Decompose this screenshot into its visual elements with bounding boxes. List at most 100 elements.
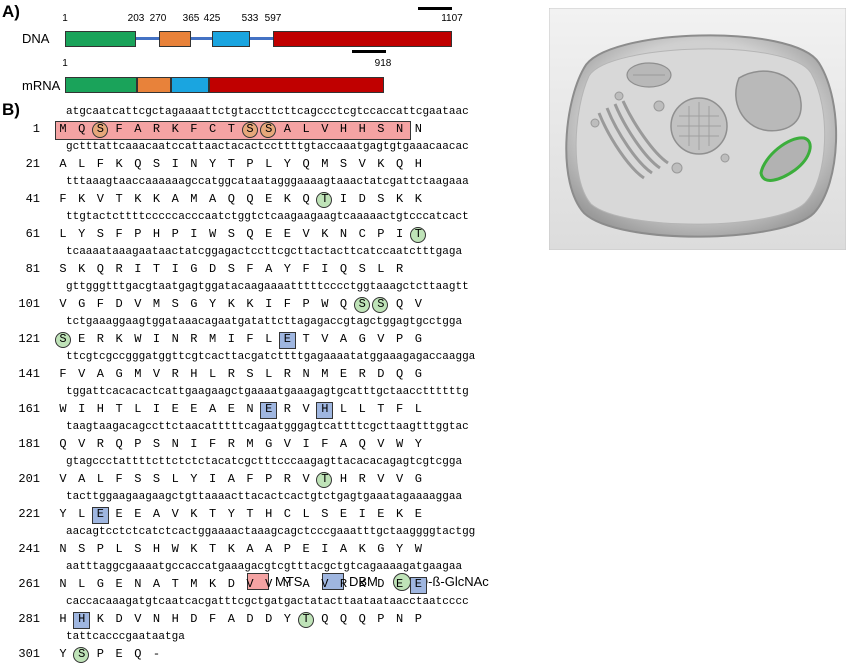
amino-acid: Q — [59, 437, 67, 451]
amino-acid: P — [134, 437, 142, 451]
amino-acid: F — [321, 437, 329, 451]
amino-acid: F — [246, 332, 254, 346]
dbm-marker — [91, 506, 109, 524]
amino-acid: T — [321, 192, 329, 206]
amino-acid: F — [283, 297, 291, 311]
amino-acid: V — [265, 577, 273, 591]
amino-acid: K — [395, 192, 404, 206]
amino-acid: N — [339, 227, 348, 241]
amino-acid: T — [152, 262, 161, 276]
amino-acid: M — [190, 192, 198, 206]
amino-acid: H — [339, 472, 348, 486]
residue-number: 261 — [18, 577, 40, 591]
dbm-marker — [278, 331, 296, 349]
amino-acid: F — [302, 262, 310, 276]
amino-acid: D — [190, 612, 198, 626]
amino-acid: R — [190, 332, 198, 346]
dna-pos-365: 365 — [182, 13, 200, 24]
oglcnac-site-marker — [54, 331, 71, 348]
amino-acid: E — [115, 507, 123, 521]
amino-acid: Q — [339, 612, 348, 626]
amino-acid: L — [78, 577, 86, 591]
legend-dbm-swatch — [322, 573, 344, 590]
amino-acid: E — [96, 507, 104, 521]
amino-acid: W — [59, 402, 67, 416]
mrna-segment-3 — [171, 77, 209, 93]
amino-acid: S — [321, 507, 329, 521]
amino-acid: L — [414, 402, 422, 416]
amino-acid: K — [152, 192, 161, 206]
amino-acid: S — [227, 227, 235, 241]
amino-acid: M — [321, 157, 329, 171]
amino-acid: Q — [96, 262, 104, 276]
amino-acid: N — [59, 577, 67, 591]
amino-acid: M — [59, 122, 67, 136]
amino-acid: I — [78, 402, 86, 416]
amino-acid: M — [152, 297, 161, 311]
amino-acid: F — [59, 367, 67, 381]
amino-acid: D — [115, 612, 123, 626]
amino-acid: H — [152, 542, 161, 556]
amino-acid: A — [302, 577, 310, 591]
amino-acid: E — [283, 332, 291, 346]
amino-acid: A — [208, 192, 217, 206]
golgi-apparatus — [597, 100, 669, 180]
legend-mts-swatch — [247, 573, 269, 590]
amino-acid: A — [134, 122, 142, 136]
amino-acid: N — [395, 612, 404, 626]
amino-acid: F — [246, 262, 254, 276]
amino-acid: D — [377, 577, 385, 591]
amino-acid: V — [377, 472, 385, 486]
amino-acid: C — [283, 507, 291, 521]
amino-acid: I — [321, 262, 329, 276]
dna-pos-1107: 1107 — [441, 13, 463, 24]
amino-acid: G — [414, 472, 422, 486]
cell-illustration — [549, 8, 846, 250]
residue-number: 21 — [25, 157, 40, 171]
amino-acid: T — [115, 402, 123, 416]
amino-acid: I — [339, 192, 348, 206]
amino-acid: Q — [134, 647, 142, 661]
dna-exon-1 — [65, 31, 136, 47]
amino-acid: M — [134, 367, 142, 381]
amino-acid: F — [208, 612, 217, 626]
amino-acid: V — [321, 332, 329, 346]
amino-acid: R — [283, 367, 291, 381]
amino-acid: P — [302, 297, 310, 311]
amino-acid: G — [358, 332, 366, 346]
amino-acid: Q — [227, 192, 235, 206]
amino-acid: E — [414, 507, 422, 521]
amino-acid: N — [302, 367, 310, 381]
amino-acid: K — [78, 262, 86, 276]
amino-acid: L — [78, 157, 86, 171]
amino-acid: W — [208, 227, 217, 241]
dna-pos-270: 270 — [149, 13, 167, 24]
amino-acid: S — [246, 367, 254, 381]
amino-acid: V — [377, 332, 385, 346]
amino-acid: A — [171, 192, 179, 206]
amino-acid: C — [358, 227, 366, 241]
amino-acid: C — [208, 122, 217, 136]
amino-acid: K — [321, 227, 329, 241]
amino-acid: E — [414, 577, 422, 591]
amino-acid: R — [96, 332, 104, 346]
mrna-label: mRNA — [22, 78, 61, 93]
amino-acid: A — [59, 157, 67, 171]
amino-acid: W — [395, 437, 404, 451]
amino-acid: E — [78, 332, 86, 346]
amino-acid: I — [321, 542, 329, 556]
amino-acid: V — [283, 437, 291, 451]
amino-acid: V — [152, 367, 161, 381]
mrna-segment-2 — [137, 77, 171, 93]
amino-acid: S — [171, 297, 179, 311]
amino-acid: R — [283, 402, 291, 416]
oglcnac-site-marker — [353, 296, 370, 313]
amino-acid: K — [96, 612, 104, 626]
dna-sequence-line: ttcgtcgccgggatggttcgtcacttacgatcttttgaga… — [66, 351, 476, 363]
amino-acid: H — [152, 227, 161, 241]
amino-acid: P — [246, 157, 254, 171]
oglcnac-site-marker — [316, 471, 333, 488]
amino-acid: N — [190, 157, 198, 171]
amino-acid: S — [59, 262, 67, 276]
amino-acid: V — [358, 157, 366, 171]
